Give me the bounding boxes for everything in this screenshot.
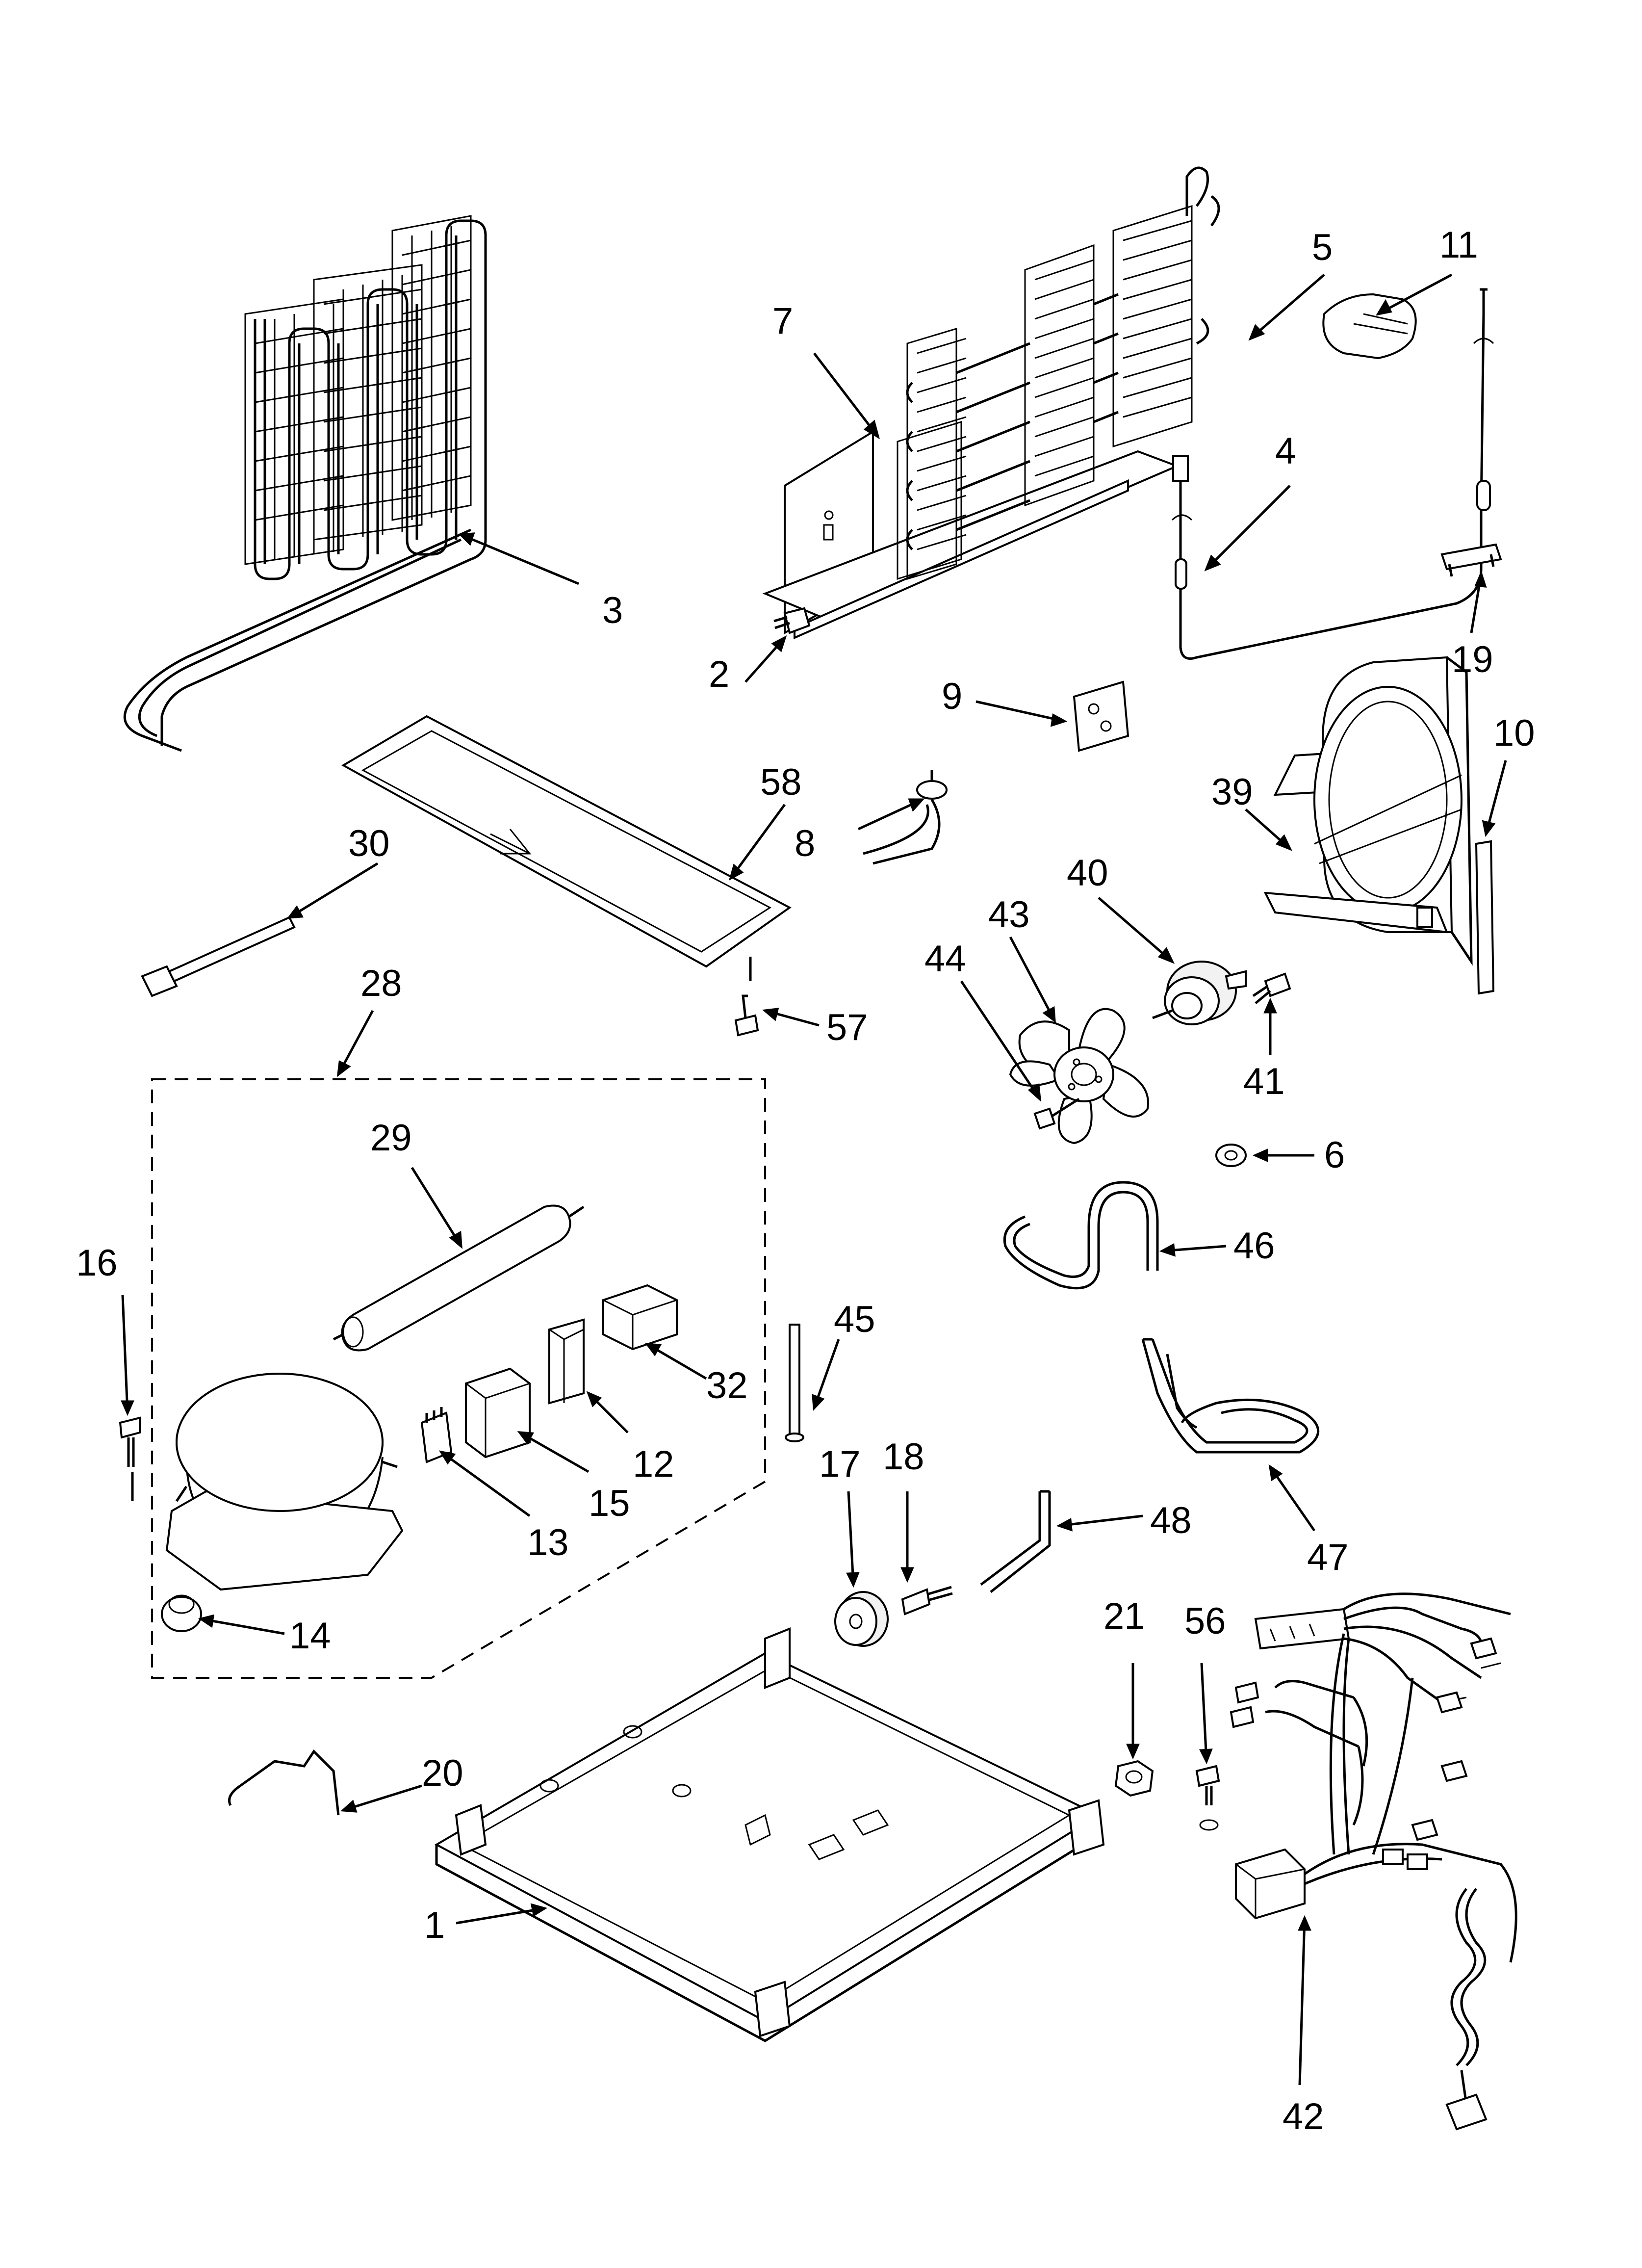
tube-46-part	[1003, 1181, 1159, 1290]
clip-44-part	[1033, 1097, 1080, 1130]
grommet-14-part	[161, 1594, 202, 1632]
callout-21: 21	[1103, 1595, 1145, 1637]
wiring-harness-42-part	[1230, 1592, 1517, 2131]
callout-45: 45	[834, 1299, 875, 1340]
callout-16: 16	[76, 1242, 118, 1284]
callout-6: 6	[1324, 1134, 1345, 1176]
rod-45-part	[785, 1324, 804, 1442]
screw-57-part	[734, 957, 759, 1037]
kit-28-outline	[151, 1078, 766, 1679]
callout-40: 40	[1067, 852, 1108, 894]
tube-48-part	[980, 1490, 1051, 1593]
fan-shroud-39-part	[1263, 656, 1473, 966]
callout-12: 12	[633, 1443, 674, 1485]
fan-blade-43-part	[1009, 1008, 1149, 1145]
screw-41-part	[1252, 972, 1291, 1004]
callout-42: 42	[1283, 2096, 1324, 2138]
callout-41: 41	[1243, 1061, 1285, 1102]
callout-11: 11	[1439, 224, 1478, 266]
screw-56-part	[1195, 1765, 1220, 1831]
relay-12-part	[548, 1318, 585, 1405]
callout-20: 20	[422, 1752, 463, 1794]
callout-9: 9	[942, 676, 962, 717]
fan-motor-40-part	[1152, 961, 1247, 1025]
callout-8: 8	[795, 823, 815, 864]
wheel-17-part	[834, 1591, 889, 1647]
callout-32: 32	[706, 1365, 748, 1407]
drain-pan-58-part	[341, 715, 792, 968]
callout-13: 13	[527, 1522, 569, 1564]
callout-10: 10	[1493, 712, 1535, 754]
callout-57: 57	[826, 1007, 868, 1048]
nut-21-part	[1114, 1760, 1154, 1797]
callout-17: 17	[819, 1443, 861, 1485]
clip-19-part	[1440, 543, 1502, 577]
terminal-13-part	[420, 1407, 453, 1463]
compressor-part	[165, 1373, 404, 1591]
screw-16-part	[119, 1416, 141, 1501]
callout-46: 46	[1233, 1225, 1275, 1267]
evaporator-part	[762, 166, 1220, 640]
screw-18-part	[901, 1586, 953, 1616]
tube-47-part	[1141, 1338, 1319, 1454]
bracket-9-part	[1073, 680, 1129, 752]
callout-18: 18	[883, 1436, 924, 1478]
screw-2-part	[773, 607, 811, 634]
wire-20-part	[228, 1749, 340, 1816]
callout-29: 29	[370, 1117, 412, 1159]
callout-44: 44	[924, 938, 966, 980]
callout-labels: 7 5 11 4 3 2 19 9 10 58 39 8 30 40 43 28…	[76, 224, 1535, 2138]
callout-47: 47	[1307, 1537, 1349, 1578]
callout-28: 28	[360, 963, 402, 1004]
overload-32-part	[602, 1284, 678, 1351]
relay-15-part	[465, 1367, 531, 1459]
base-frame-1-part	[434, 1627, 1105, 2042]
callout-5: 5	[1312, 227, 1333, 268]
callout-19: 19	[1452, 639, 1493, 680]
callout-39: 39	[1211, 771, 1253, 813]
callout-48: 48	[1150, 1500, 1192, 1541]
callout-56: 56	[1184, 1600, 1226, 1642]
gasket-strip-10-part	[1475, 840, 1495, 995]
callout-30: 30	[348, 823, 390, 864]
nut-6-part	[1215, 1144, 1247, 1167]
cover-11-part	[1322, 293, 1417, 360]
drier-29-part	[333, 1204, 585, 1352]
cable-tie-30-part	[141, 916, 296, 997]
condenser-coil-part	[123, 215, 487, 752]
callout-3: 3	[602, 590, 623, 631]
thermistor-8-part	[863, 770, 948, 865]
callout-4: 4	[1275, 430, 1296, 472]
callout-15: 15	[589, 1483, 630, 1524]
callout-43: 43	[988, 894, 1030, 936]
callout-2: 2	[709, 653, 729, 695]
leader-lines	[121, 273, 1507, 2086]
callout-1: 1	[424, 1904, 445, 1946]
callout-14: 14	[289, 1615, 331, 1657]
callout-7: 7	[772, 300, 793, 342]
callout-58: 58	[760, 761, 802, 803]
